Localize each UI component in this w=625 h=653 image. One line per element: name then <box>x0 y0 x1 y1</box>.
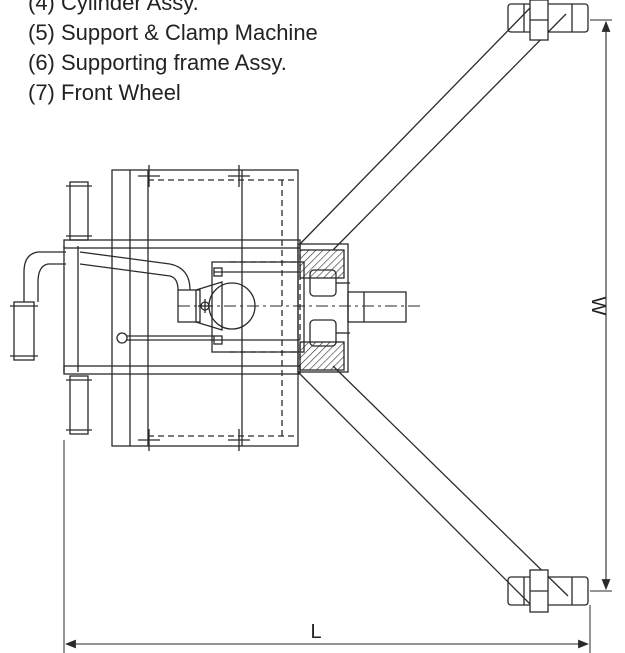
dimension-extension-lines <box>63 19 612 653</box>
support-frame <box>111 169 299 447</box>
width-dimension-label: W <box>587 297 609 316</box>
front-wheel-lower <box>299 319 350 371</box>
length-dimension-label: L <box>310 621 321 643</box>
upper-leg-arm <box>299 7 567 251</box>
handle-grip-top <box>66 181 92 241</box>
legend-item-front-wheel: (7) Front Wheel <box>28 80 181 105</box>
cross-plate <box>211 243 349 373</box>
release-lever <box>116 332 214 344</box>
handle-grip-bottom <box>66 375 92 435</box>
lower-leg-arm <box>297 365 569 605</box>
parts-legend: (4) Cylinder Assy. (5) Support & Clamp M… <box>28 0 318 108</box>
legend-item-cylinder-assy: (4) Cylinder Assy. <box>28 0 199 15</box>
handle <box>23 246 191 372</box>
frame-rails <box>63 239 301 375</box>
upper-wheel <box>507 0 589 41</box>
mounting-bolts <box>138 165 250 451</box>
legend-item-supporting-frame-assy: (6) Supporting frame Assy. <box>28 50 287 75</box>
front-wheel-upper <box>299 249 350 297</box>
lower-wheel <box>507 569 589 613</box>
handle-grip-left <box>10 301 38 361</box>
legend-item-support-clamp-machine: (5) Support & Clamp Machine <box>28 20 318 45</box>
axle-shaft <box>347 291 407 323</box>
